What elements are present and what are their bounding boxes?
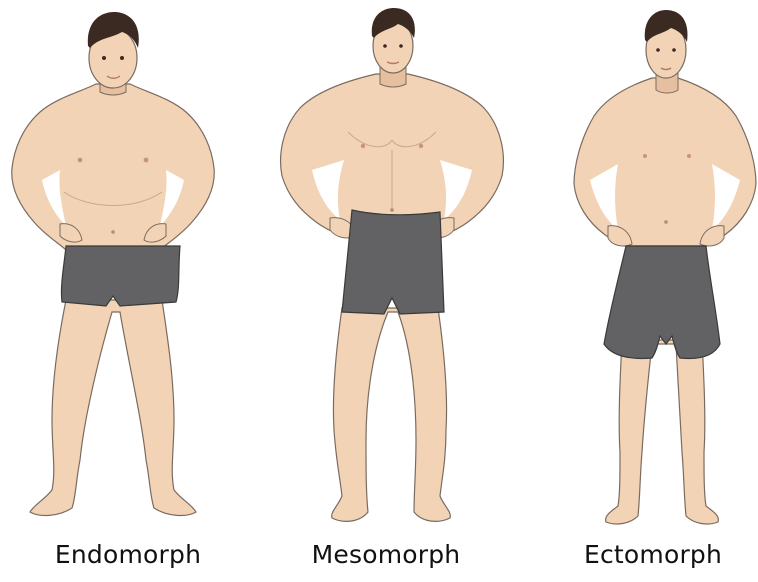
mesomorph-label: Mesomorph bbox=[286, 540, 486, 569]
ectomorph-label: Ectomorph bbox=[553, 540, 753, 569]
endomorph-label: Endomorph bbox=[28, 540, 228, 569]
mesomorph-legs bbox=[332, 308, 451, 521]
endomorph-legs bbox=[30, 300, 196, 515]
ectomorph-legs bbox=[606, 340, 719, 524]
mesomorph-figure bbox=[281, 8, 504, 521]
mesomorph-shorts bbox=[342, 210, 444, 314]
endomorph-figure bbox=[12, 12, 215, 515]
endomorph-shorts bbox=[61, 246, 180, 306]
endomorph-torso bbox=[12, 84, 215, 250]
ectomorph-figure bbox=[574, 10, 756, 524]
